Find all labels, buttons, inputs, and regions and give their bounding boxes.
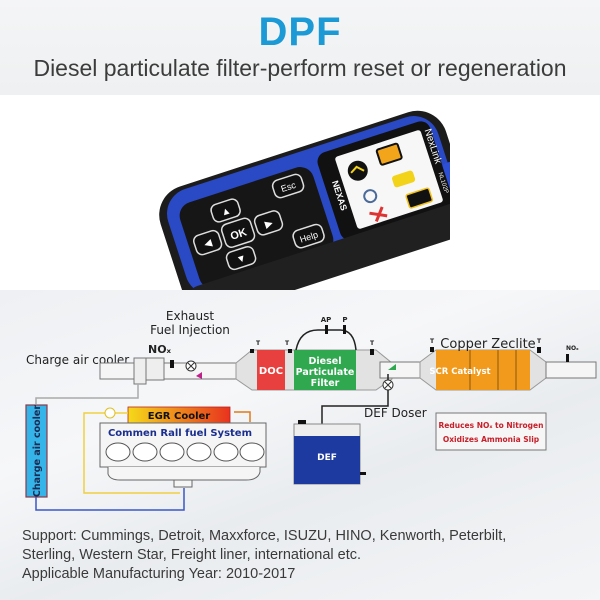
- oil-can-glyph: [350, 165, 365, 174]
- manufacturing-year-line: Applicable Manufacturing Year: 2010-2017: [22, 566, 296, 582]
- device-illustration: ▲ ◀ OK ▶ ▼ Esc: [159, 110, 474, 319]
- mid-pipe: [379, 361, 423, 379]
- valve-cross: [384, 381, 392, 389]
- left-arrow-icon: ◀: [203, 238, 214, 251]
- button-down[interactable]: ▼: [225, 245, 257, 271]
- cooled-air-line: [35, 488, 185, 511]
- temp-sensor-3: [370, 349, 374, 355]
- esc-label: Esc: [280, 180, 298, 194]
- nox-sensor-right: [566, 354, 569, 362]
- cylinder: [132, 442, 158, 462]
- support-line-2: Sterling, Western Star, Freight liner, i…: [22, 547, 362, 563]
- def-tank-port: [360, 472, 366, 475]
- charge-air-cooler-vertical-label: Charge air cooler: [32, 405, 43, 497]
- egr-cooler-label: EGR Cooler: [148, 411, 211, 422]
- egr-return-line: [234, 411, 251, 422]
- ap-sensor: [325, 325, 328, 334]
- header-background: [0, 0, 600, 95]
- engine-oil-icon[interactable]: [345, 158, 370, 183]
- down-arrow-icon: ▼: [235, 253, 248, 267]
- dpf-label-line3: Filter: [311, 378, 340, 389]
- nox-sensor-housing: [145, 357, 165, 381]
- temp-sensor-label: T: [430, 338, 435, 345]
- dpf-label-line2: Particulate: [296, 367, 355, 378]
- device-bumper: [186, 202, 474, 319]
- def-fluid: [294, 436, 360, 484]
- def-tank-cap: [298, 420, 306, 424]
- def-doser-label: DEF Doser: [364, 406, 427, 420]
- cylinder: [159, 442, 185, 462]
- injector-nozzle-icon: [196, 372, 202, 379]
- button-right[interactable]: ▶: [253, 209, 284, 236]
- ap-label: AP: [321, 316, 332, 324]
- nox-sensor-right-label: NOₓ: [566, 345, 579, 352]
- dpf-label-line1: Diesel: [309, 356, 342, 367]
- exhaust-pipe-outlet: [545, 361, 597, 379]
- temp-sensor-label: T: [370, 340, 375, 347]
- obd-icon[interactable]: [375, 142, 403, 166]
- engine-block: [99, 422, 267, 468]
- scr-block: [436, 350, 530, 390]
- intake-manifold-port: [173, 479, 193, 488]
- footer-text: Support: Cummings, Detroit, Maxxforce, I…: [22, 527, 592, 584]
- tools-icon[interactable]: [369, 206, 388, 223]
- truck-icon[interactable]: [391, 170, 416, 188]
- button-ok[interactable]: OK: [220, 217, 256, 249]
- doc-label: DOC: [259, 366, 283, 377]
- scan-tool-device: ▲ ◀ OK ▶ ▼ Esc: [150, 110, 474, 319]
- nox-sensor-left-label: NOₓ: [148, 343, 172, 356]
- temp-sensor-label: T: [285, 340, 290, 347]
- def-supply-line: [321, 374, 389, 426]
- def-tank-label: DEF: [317, 453, 337, 463]
- temp-sensor-2: [288, 349, 292, 353]
- button-left[interactable]: ◀: [192, 229, 223, 256]
- egr-valve-icon: [104, 407, 116, 419]
- engine-cylinders: [105, 442, 265, 462]
- scr-note-line2: Oxidizes Ammonia Slip: [443, 435, 540, 444]
- cylinder: [213, 442, 239, 462]
- temp-sensor-4: [430, 347, 434, 352]
- page-title: DPF: [258, 10, 342, 54]
- support-line-1: Support: Cummings, Detroit, Maxxforce, I…: [22, 528, 507, 544]
- temp-sensor-label: T: [537, 338, 542, 345]
- fuel-injection-label: Fuel Injection: [150, 323, 230, 337]
- doc-block: [257, 350, 285, 390]
- cylinder: [186, 442, 212, 462]
- p-label: P: [342, 316, 347, 324]
- engine-oil-pan: [107, 467, 261, 481]
- dpf-block: [294, 350, 356, 390]
- cylinder: [105, 442, 131, 462]
- right-arrow-icon: ▶: [264, 218, 275, 231]
- common-rail-label: Commen Rall fuel System: [108, 428, 252, 439]
- valve-cross: [187, 362, 195, 370]
- copper-zeolite-label: Copper Zeclite: [440, 337, 535, 352]
- scr-note-line1: Reduces NOₓ to Nitrogen: [439, 421, 544, 430]
- scr-catalyst-label: SCR Catalyst: [429, 367, 490, 377]
- sensor-stub: [170, 360, 174, 368]
- cylinder: [239, 442, 265, 462]
- up-arrow-icon: ▲: [220, 205, 233, 219]
- battery-icon[interactable]: [405, 187, 434, 209]
- button-esc[interactable]: Esc: [271, 173, 305, 199]
- exhaust-label: Exhaust: [166, 309, 215, 323]
- differential-pressure-line: [295, 329, 357, 351]
- temp-sensor-1: [250, 349, 254, 353]
- def-nozzle-icon: [388, 364, 396, 370]
- p-sensor: [343, 325, 346, 334]
- scr-note-box: [435, 412, 547, 451]
- exhaust-diagram: Exhaust Fuel Injection Charge air cooler…: [0, 300, 600, 515]
- page-subtitle: Diesel particulate filter-perform reset …: [33, 55, 567, 81]
- button-up[interactable]: ▲: [210, 198, 242, 224]
- ok-label: OK: [229, 226, 248, 243]
- turbo-housing: [133, 357, 147, 385]
- intake-air-line: [35, 384, 139, 404]
- dpf-search-icon[interactable]: [363, 189, 378, 204]
- button-help[interactable]: Help: [292, 223, 326, 249]
- temp-sensor-5: [537, 347, 541, 353]
- temp-sensor-label: T: [256, 340, 261, 347]
